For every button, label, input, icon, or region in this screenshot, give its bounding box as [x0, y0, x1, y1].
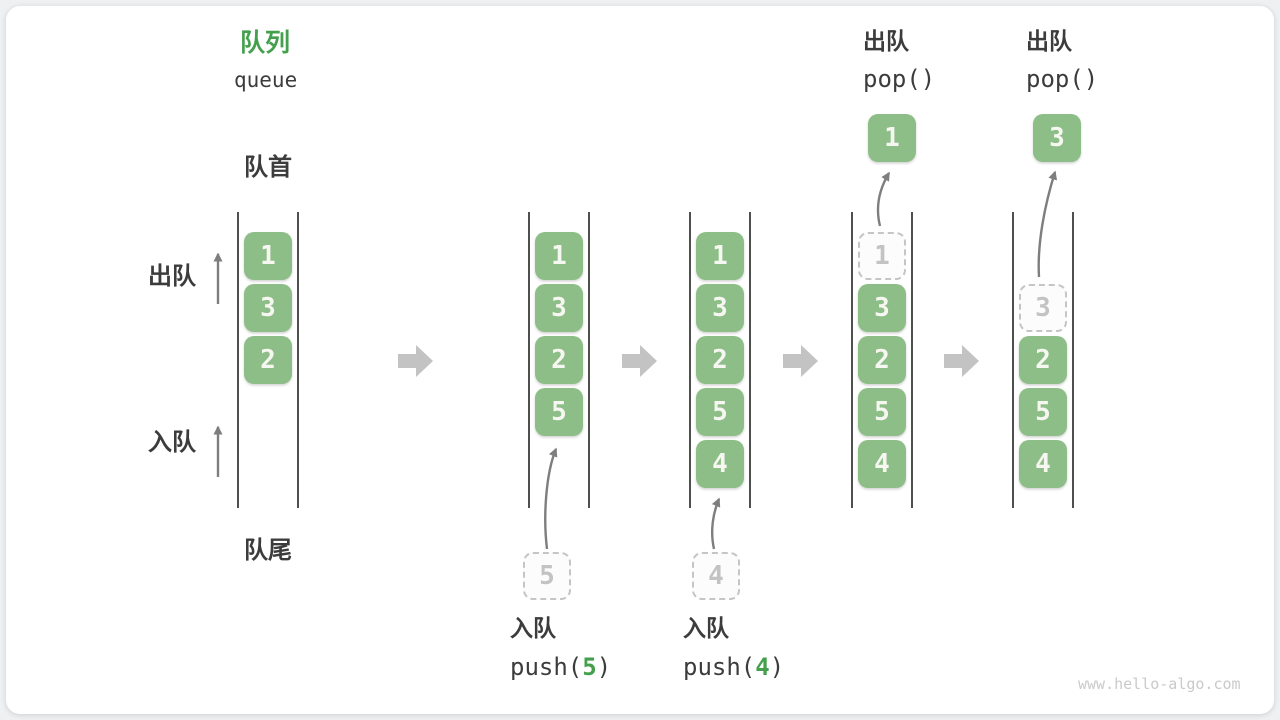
diagram-card: [6, 6, 1274, 714]
queue-element: 5: [858, 388, 906, 436]
push-4-label-zh: 入队: [683, 616, 729, 642]
track-line-left: [1012, 212, 1014, 508]
queue-element: 2: [535, 336, 583, 384]
pop-1-label-code: pop(): [863, 65, 936, 93]
pop-1-label-zh: 出队: [863, 29, 909, 55]
queue-front-label: 队首: [244, 153, 292, 181]
push-5-label-code: push(5): [510, 655, 611, 679]
track-line-left: [851, 212, 853, 508]
queue-element: 1: [535, 232, 583, 280]
pop-3-label-zh: 出队: [1026, 29, 1072, 55]
queue-element: 4: [696, 440, 744, 488]
push-5-close: ): [596, 653, 612, 681]
track-line-left: [237, 212, 239, 508]
queue-element: 3: [244, 284, 292, 332]
track-line-right: [297, 212, 299, 508]
popped-element-3: 3: [1033, 114, 1081, 162]
track-line-right: [588, 212, 590, 508]
queue-element: 3: [696, 284, 744, 332]
track-line-right: [1072, 212, 1074, 508]
queue-element: 5: [535, 388, 583, 436]
push-5-label-zh: 入队: [510, 616, 556, 642]
queue-element: 1: [244, 232, 292, 280]
queue-element: 2: [696, 336, 744, 384]
enqueue-side-label: 入队: [148, 428, 196, 456]
watermark: www.hello-algo.com: [1078, 675, 1241, 693]
title-zh: 队列: [240, 28, 291, 57]
dequeued-ghost-slot: 1: [858, 232, 906, 280]
dequeued-ghost-slot: 3: [1019, 284, 1067, 332]
queue-element: 5: [1019, 388, 1067, 436]
pop-3-label-code: pop(): [1026, 65, 1099, 93]
track-line-left: [528, 212, 530, 508]
push-4-label-code: push(4): [683, 655, 784, 679]
queue-element: 2: [244, 336, 292, 384]
push-4-fn: push(: [683, 653, 756, 681]
track-line-right: [749, 212, 751, 508]
track-line-left: [689, 212, 691, 508]
enqueue-ghost-5: 5: [523, 552, 571, 600]
queue-element: 1: [696, 232, 744, 280]
title-en: queue: [234, 68, 298, 92]
queue-element: 4: [1019, 440, 1067, 488]
queue-element: 3: [858, 284, 906, 332]
enqueue-ghost-4: 4: [692, 552, 740, 600]
dequeue-side-label: 出队: [148, 262, 196, 290]
push-4-arg: 4: [755, 653, 770, 681]
push-4-close: ): [769, 653, 785, 681]
queue-rear-label: 队尾: [244, 536, 292, 564]
push-5-arg: 5: [582, 653, 597, 681]
queue-element: 4: [858, 440, 906, 488]
queue-element: 5: [696, 388, 744, 436]
queue-element: 2: [858, 336, 906, 384]
push-5-fn: push(: [510, 653, 583, 681]
popped-element-1: 1: [868, 114, 916, 162]
queue-element: 3: [535, 284, 583, 332]
track-line-right: [911, 212, 913, 508]
queue-element: 2: [1019, 336, 1067, 384]
